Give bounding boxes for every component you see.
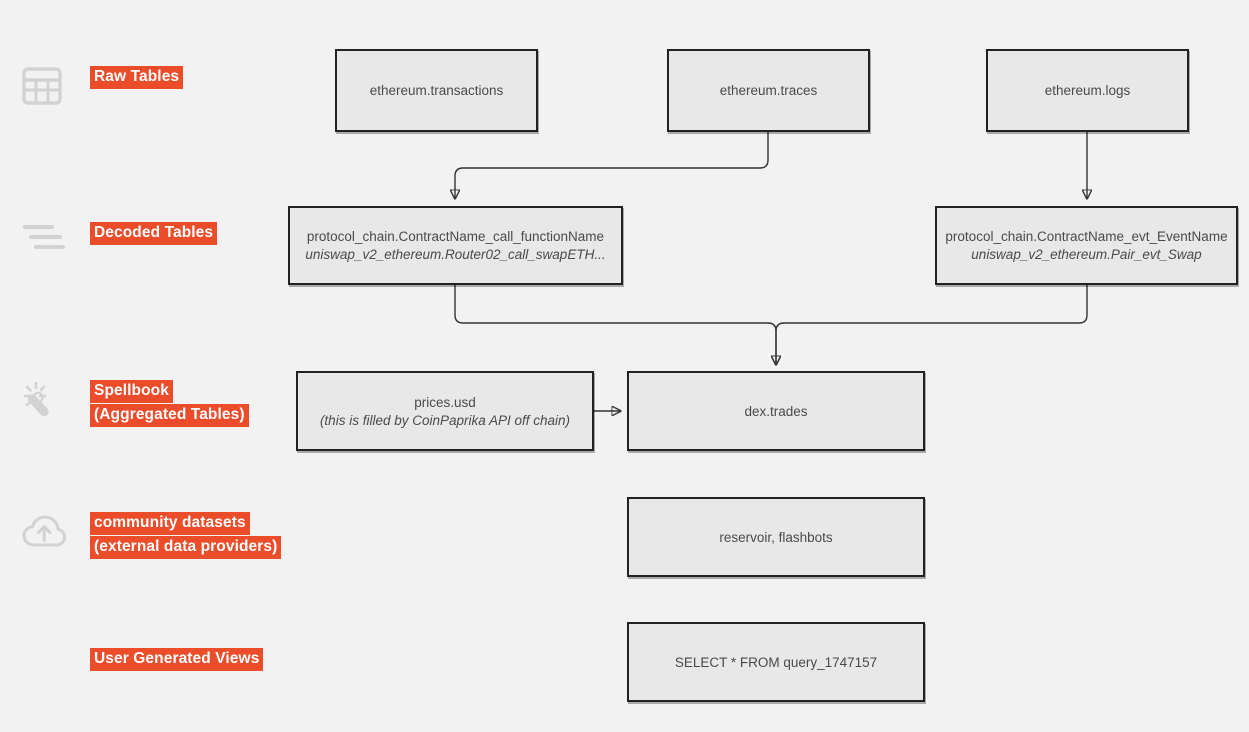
node-title: ethereum.logs xyxy=(1044,83,1131,98)
legend-row-community-datasets: community datasets (external data provid… xyxy=(22,512,282,559)
node-title: SELECT * FROM query_1747157 xyxy=(674,654,878,670)
legend-row-decoded-tables: Decoded Tables xyxy=(22,222,218,268)
node-decoded-evt-table[interactable]: protocol_chain.ContractName_evt_EventNam… xyxy=(935,206,1238,285)
legend-label-decoded-tables: Decoded Tables xyxy=(90,222,218,245)
legend-label-raw-tables: Raw Tables xyxy=(90,66,184,89)
legend-row-user-generated-views: User Generated Views xyxy=(90,648,264,671)
wire-decoded-call-to-dex-trades xyxy=(454,285,776,364)
node-title: ethereum.transactions xyxy=(369,83,504,98)
legend-row-spellbook: Spellbook (Aggregated Tables) xyxy=(22,380,249,427)
node-title: ethereum.traces xyxy=(719,83,818,98)
stacked-lines-icon xyxy=(22,222,68,268)
node-subtitle: uniswap_v2_ethereum.Pair_evt_Swap xyxy=(971,247,1202,262)
node-ethereum-transactions[interactable]: ethereum.transactions xyxy=(335,49,538,132)
node-subtitle: uniswap_v2_ethereum.Router02_call_swapET… xyxy=(305,247,606,262)
node-user-generated-view[interactable]: SELECT * FROM query_1747157 xyxy=(627,622,925,702)
node-decoded-call-table[interactable]: protocol_chain.ContractName_call_functio… xyxy=(288,206,623,285)
node-title: reservoir, flashbots xyxy=(719,529,833,545)
node-ethereum-logs[interactable]: ethereum.logs xyxy=(986,49,1189,132)
legend-label-user-generated-views: User Generated Views xyxy=(90,648,264,671)
legend-label-spellbook: Spellbook (Aggregated Tables) xyxy=(90,380,249,427)
magic-wand-icon xyxy=(22,380,68,426)
legend-label-line: User Generated Views xyxy=(90,648,264,671)
node-title: protocol_chain.ContractName_evt_EventNam… xyxy=(945,229,1228,244)
node-title: protocol_chain.ContractName_call_functio… xyxy=(306,229,605,244)
cloud-upload-icon xyxy=(22,512,68,558)
table-grid-icon xyxy=(22,66,68,112)
legend-label-line: Raw Tables xyxy=(90,66,184,89)
node-prices-usd[interactable]: prices.usd (this is filled by CoinPaprik… xyxy=(296,371,594,451)
legend-label-line: (external data providers) xyxy=(90,536,282,559)
legend-label-line: community datasets xyxy=(90,512,250,535)
node-subtitle: (this is filled by CoinPaprika API off c… xyxy=(319,412,571,428)
legend-label-line: Spellbook xyxy=(90,380,173,403)
node-community-datasets[interactable]: reservoir, flashbots xyxy=(627,497,925,577)
legend-label-community-datasets: community datasets (external data provid… xyxy=(90,512,282,559)
node-title: dex.trades xyxy=(744,403,808,419)
node-dex-trades[interactable]: dex.trades xyxy=(627,371,925,451)
wire-traces-to-decoded-call xyxy=(455,131,769,198)
wire-decoded-evt-to-dex-trades xyxy=(776,285,1088,364)
node-ethereum-traces[interactable]: ethereum.traces xyxy=(667,49,870,132)
legend-row-raw-tables: Raw Tables xyxy=(22,66,184,112)
node-title: prices.usd xyxy=(414,394,476,410)
legend-label-line: (Aggregated Tables) xyxy=(90,404,249,427)
legend-label-line: Decoded Tables xyxy=(90,222,218,245)
